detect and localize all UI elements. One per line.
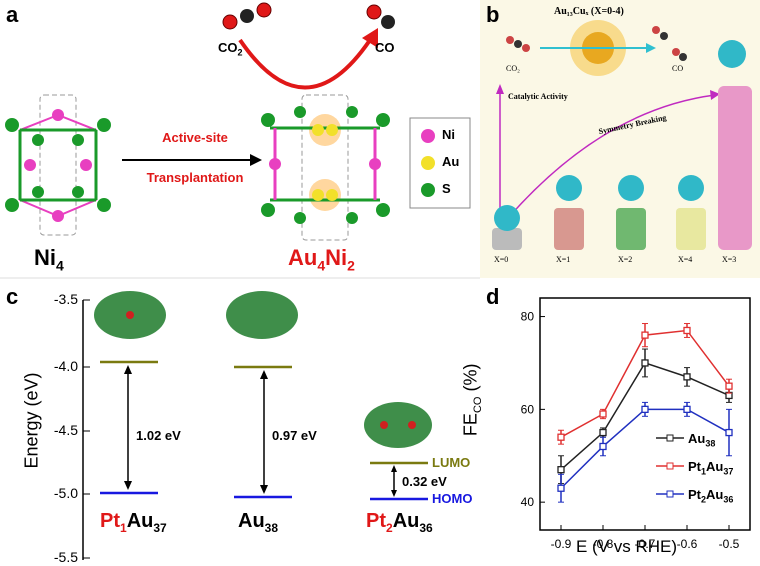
panel-d-letter: d (486, 284, 500, 309)
legend-marker-Pt2Au36 (666, 490, 674, 498)
panel-a-letter: a (6, 2, 19, 27)
co-oxygen-icon (366, 4, 382, 20)
au38-name: Au38 (238, 510, 279, 535)
y-tick-label: 80 (521, 310, 535, 324)
data-point-Pt1Au37 (557, 433, 565, 441)
panel-c-ylabel: Energy (eV) (21, 372, 42, 469)
pt1au37-cluster-icon (94, 291, 166, 339)
bar-x0 (492, 228, 522, 250)
reaction-arrowhead (362, 28, 378, 48)
data-point-Pt2Au36 (557, 484, 565, 492)
x-tick-label: -0.9 (551, 537, 572, 551)
x-tick-label: -0.8 (593, 537, 614, 551)
legend-box (409, 117, 471, 209)
au38-gap-label: 0.97 eV (272, 428, 317, 443)
arrow-label-line1: Active-site (162, 130, 228, 145)
pt2au36-name: Pt2Au36 (366, 510, 433, 535)
fe-co-chart: -0.9 -0.8 -0.7 -0.6 -0.5 40 60 80 (521, 297, 751, 551)
pt2au36-cluster-icon (364, 402, 432, 448)
co2-oxygen-icon (222, 14, 238, 30)
bar-x2 (616, 208, 646, 250)
x-tick-label: -0.5 (719, 537, 740, 551)
panel-b-letter: b (486, 2, 500, 27)
reactant-label: CO2 (218, 40, 243, 58)
x-tick-label: -0.6 (677, 537, 698, 551)
ni4-title: Ni4 (34, 245, 64, 274)
panel-b-co: CO (672, 64, 684, 73)
x-tick-label: -0.7 (635, 537, 656, 551)
au4ni2-cluster-icon (261, 94, 390, 241)
pt1au37-gap-label: 1.02 eV (136, 428, 181, 443)
bar-x1 (554, 208, 584, 250)
co2-carbon-icon (240, 9, 254, 23)
legend-ni-label: Ni (442, 127, 455, 142)
data-point-Pt2Au36 (599, 442, 607, 451)
legend-marker-Au38 (666, 434, 674, 442)
panel-b-catalytic: Catalytic Activity (508, 92, 568, 101)
ni-legend-icon (421, 129, 435, 143)
chart-d-ylabel: FECO (%) (460, 363, 485, 437)
legend-pt2au36-label: Pt2Au36 (688, 487, 734, 505)
pt1au37-name: Pt1Au37 (100, 510, 167, 535)
y-tick-label: 60 (521, 402, 535, 416)
data-point-Au38 (557, 466, 565, 474)
data-point-Pt1Au37 (599, 410, 607, 418)
panel-c-tick-2: -4.5 (53, 422, 78, 438)
y-tick-label: 40 (521, 495, 535, 509)
pt2au36-gap-label: 0.32 eV (402, 474, 447, 489)
panel-b-title: Au₁₃Cuₓ (X=0-4) (554, 6, 624, 17)
data-point-Pt2Au36 (683, 405, 691, 414)
s-legend-icon (421, 183, 435, 197)
panel-c-letter: c (6, 284, 19, 309)
bar-x4 (676, 208, 706, 250)
panel-c-tick-3: -5.0 (53, 485, 78, 501)
legend-s-label: S (442, 181, 451, 196)
data-point-Pt2Au36 (641, 405, 649, 414)
co-carbon-icon (381, 15, 395, 29)
legend-au-label: Au (442, 154, 460, 169)
data-point-Au38 (683, 373, 691, 381)
au4ni2-title: Au4Ni2 (288, 245, 355, 274)
panel-c-tick-4: -5.5 (53, 549, 78, 565)
chart-d-xlabel: E (V vs RHE) (576, 537, 678, 556)
panel-b-xlabel-2: X=2 (618, 255, 633, 264)
legend-marker-Pt1Au37 (666, 462, 674, 470)
panel-b-xlabel-4: X=4 (678, 255, 693, 264)
homo-label: HOMO (432, 491, 473, 506)
panel-c-tick-1: -4.0 (53, 358, 78, 374)
panel-b-xlabel-1: X=1 (556, 255, 571, 264)
legend-au38-label: Au38 (688, 431, 716, 449)
data-point-Pt1Au37 (725, 382, 733, 390)
ni4-cluster-icon (5, 94, 111, 236)
x3-cluster-icon (718, 40, 746, 68)
transplant-arrowhead (250, 154, 262, 166)
product-label: CO (375, 40, 395, 55)
panel-b-xlabel-3: X=3 (722, 255, 737, 264)
panel-c-tick-0: -3.5 (53, 291, 78, 307)
lumo-label: LUMO (432, 455, 471, 470)
data-point-Pt1Au37 (641, 331, 649, 339)
panel-b-co2: CO₂ (506, 64, 520, 73)
panel-a-diagram (0, 2, 480, 279)
data-point-Au38 (641, 359, 649, 367)
arrow-label-line2: Transplantation (146, 170, 244, 185)
reaction-arc-arrow (238, 38, 372, 90)
data-point-Au38 (599, 428, 607, 437)
legend-pt1au37-label: Pt1Au37 (688, 459, 734, 477)
data-point-Pt1Au37 (683, 326, 691, 335)
panel-b-diagram (492, 20, 752, 250)
data-point-Pt2Au36 (725, 428, 733, 437)
bar-x3 (718, 86, 752, 250)
co2-oxygen-icon (256, 2, 272, 18)
panel-c-energy-diagram (82, 291, 432, 560)
symmetry-arrow (501, 94, 716, 226)
panel-b-xlabel-0: X=0 (494, 255, 509, 264)
au38-cluster-icon (226, 291, 298, 339)
au-legend-icon (421, 156, 435, 170)
